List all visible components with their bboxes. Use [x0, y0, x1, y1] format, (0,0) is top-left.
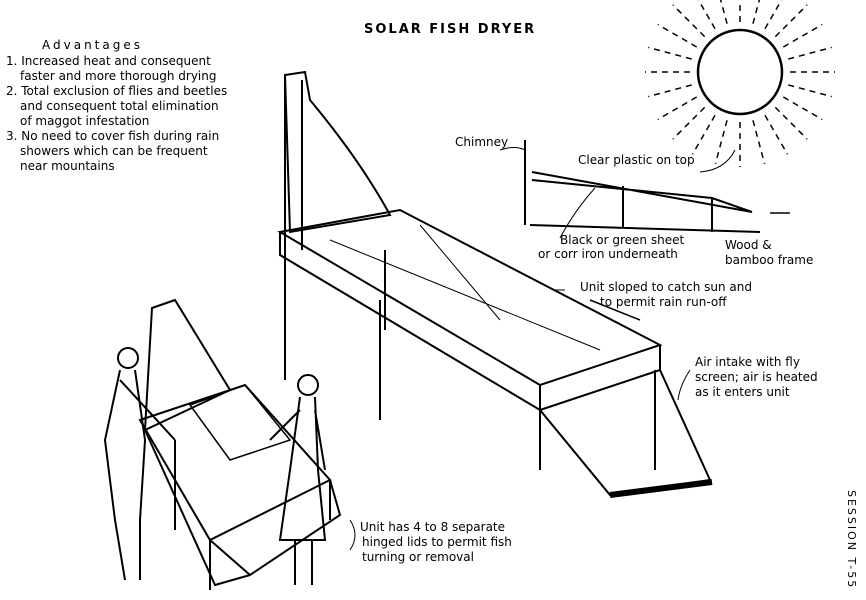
small-dryer-sketch	[103, 298, 342, 590]
frame-label-1: Wood &	[725, 238, 772, 252]
advantage-line: of maggot infestation	[20, 114, 150, 128]
advantage-line: 1. Increased heat and consequent	[6, 54, 211, 68]
cross-section-sketch	[499, 140, 790, 239]
session-label: SESSION T-55	[845, 490, 858, 590]
sun-ray	[764, 0, 783, 30]
sun-ray	[648, 46, 692, 60]
sun-ray	[788, 84, 832, 98]
main-dryer-sketch	[277, 70, 713, 498]
advantage-line: showers which can be frequent	[20, 144, 208, 158]
advantage-line: faster and more thorough drying	[20, 69, 217, 83]
sun-ray	[788, 46, 832, 60]
advantage-line: near mountains	[20, 159, 115, 173]
black-sheet-label-1: Black or green sheet	[560, 233, 685, 247]
advantages-list: 1. Increased heat and consequent faster …	[6, 54, 227, 174]
air-intake-label-1: Air intake with fly	[695, 355, 800, 369]
chimney-label: Chimney	[455, 135, 509, 149]
sun-ray	[752, 120, 766, 164]
sun-ray	[764, 114, 789, 155]
sun-ray	[672, 4, 706, 38]
sun-ray	[752, 0, 761, 24]
sun-ray	[657, 23, 698, 48]
lids-label-1: Unit has 4 to 8 separate	[360, 520, 506, 534]
air-intake-label-2: screen; air is heated	[695, 370, 818, 384]
sun-ray	[774, 4, 808, 38]
sun-ray	[782, 23, 823, 48]
sun-ray	[714, 120, 728, 164]
lids-label-2: hinged lids to permit fish	[362, 535, 512, 549]
advantage-line: 3. No need to cover fish during rain	[6, 129, 220, 143]
advantage-line: and consequent total elimination	[20, 99, 219, 113]
sun-ray	[657, 96, 698, 121]
advantage-line: 2. Total exclusion of flies and beetles	[6, 84, 228, 98]
sun-ray	[782, 96, 823, 121]
sun-ray	[672, 106, 706, 140]
sun-ray	[648, 84, 692, 98]
air-intake-label-3: as it enters unit	[695, 385, 790, 399]
advantages-heading: Advantages	[42, 38, 143, 52]
clear-plastic-label: Clear plastic on top	[578, 153, 695, 167]
sun-ray	[697, 0, 716, 30]
lids-label-3: turning or removal	[362, 550, 474, 564]
sun-ray	[719, 0, 728, 24]
diagram-title: SOLAR FISH DRYER	[364, 22, 537, 37]
frame-label-2: bamboo frame	[725, 253, 814, 267]
sloped-label-2: to permit rain run-off	[600, 295, 727, 309]
man-figure	[103, 347, 176, 581]
black-sheet-label-2: or corr iron underneath	[538, 247, 678, 261]
sun-ray	[774, 106, 808, 140]
sun-ray	[691, 114, 716, 155]
sun-icon	[645, 0, 835, 167]
sloped-label-1: Unit sloped to catch sun and	[580, 280, 752, 294]
woman-figure	[269, 374, 327, 585]
